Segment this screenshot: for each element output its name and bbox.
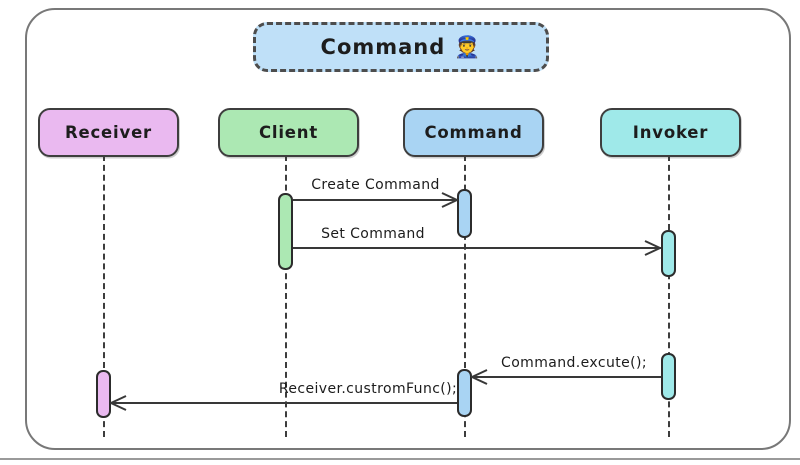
participant-box-command: Command <box>403 108 544 157</box>
participant-box-client: Client <box>218 108 359 157</box>
lifeline-command <box>464 155 466 437</box>
participant-label: Receiver <box>64 123 152 142</box>
diagram-title-label: Command <box>320 35 446 59</box>
lifeline-receiver <box>103 155 105 437</box>
activation-bar-client <box>278 193 293 270</box>
participant-box-receiver: Receiver <box>38 108 179 157</box>
participant-label: Invoker <box>632 123 709 142</box>
participant-label: Command <box>424 123 523 142</box>
image-bottom-edge <box>0 458 800 460</box>
message-line-set-command <box>293 247 661 249</box>
activation-bar-receiver <box>96 370 111 418</box>
lifeline-client <box>285 155 287 437</box>
arrowhead-right-icon <box>441 192 458 208</box>
diagram-title-box: Command 👮 <box>253 22 549 72</box>
activation-bar-command-1 <box>457 189 472 238</box>
participant-box-invoker: Invoker <box>600 108 741 157</box>
arrowhead-left-icon <box>110 395 127 411</box>
message-label-create-command: Create Command <box>311 177 440 193</box>
lifeline-invoker <box>668 155 670 437</box>
message-line-receiver-custromfunc <box>111 402 457 404</box>
police-officer-emoji: 👮 <box>454 34 482 59</box>
arrowhead-right-icon <box>644 240 661 256</box>
arrowhead-left-icon <box>471 369 488 385</box>
activation-bar-invoker-2 <box>661 353 676 400</box>
activation-bar-command-2 <box>457 369 472 417</box>
message-line-command-excute <box>472 376 661 378</box>
participant-label: Client <box>258 123 319 142</box>
message-label-set-command: Set Command <box>321 226 425 242</box>
message-label-command-excute: Command.excute(); <box>501 355 647 371</box>
activation-bar-invoker-1 <box>661 230 676 277</box>
message-label-receiver-custromfunc: Receiver.custromFunc(); <box>278 381 458 397</box>
message-line-create-command <box>293 199 458 201</box>
